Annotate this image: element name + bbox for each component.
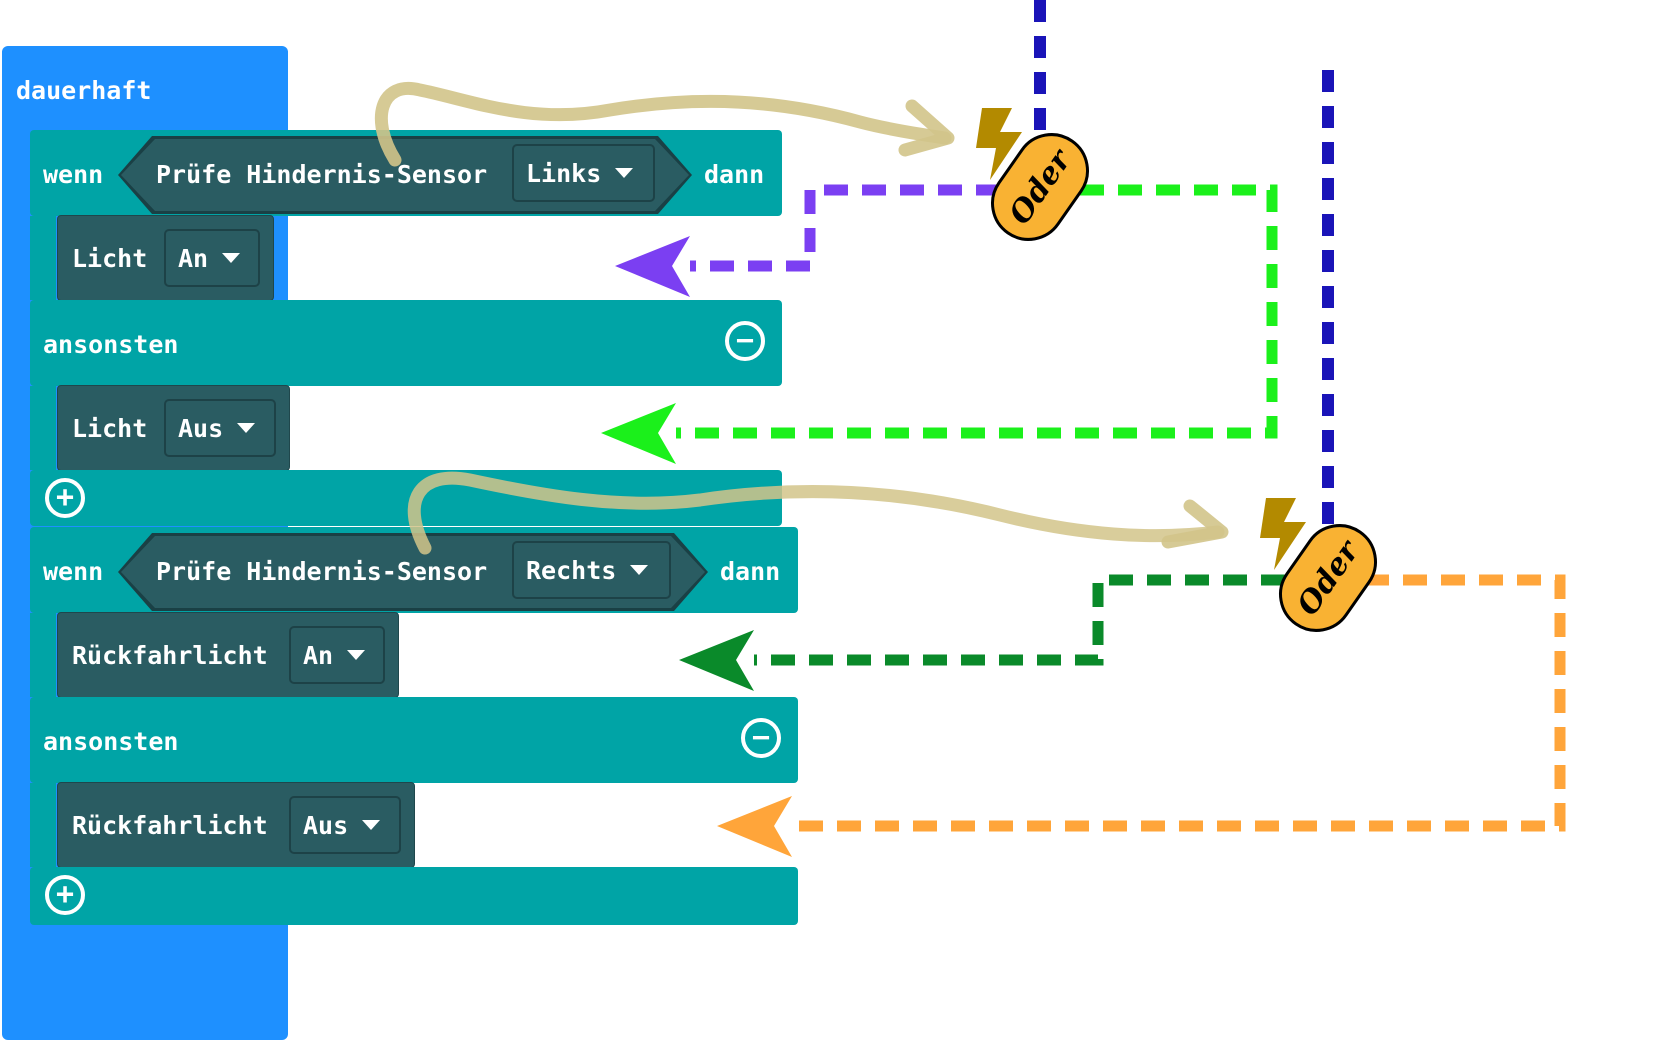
chevron-down-icon [347,650,366,660]
chevron-down-icon [362,820,381,830]
else-keyword-1: ansonsten [43,330,179,359]
squiggle-arrowhead-2 [1161,499,1229,549]
condition-1-label: Prüfe Hindernis-Sensor [156,160,488,189]
light-dropdown-1-then[interactable]: An [164,229,260,287]
darkgreen-arrowhead [679,630,754,691]
light-dropdown-1-then-value: An [178,243,209,273]
oder-badge-1 [991,133,1089,241]
purple-arrowhead [615,236,690,297]
remove-else-icon[interactable]: − [725,321,765,361]
sensor-dropdown-1[interactable]: Links [512,144,655,202]
darkgreen-wire [754,574,1285,666]
light-dropdown-2-then-value: An [303,640,334,670]
add-else-if-icon[interactable]: + [45,478,85,518]
statement-1-else-label: Licht [72,414,148,443]
squiggle-arrow-2 [407,471,1225,555]
if-block-1-spine-a [30,216,56,300]
chevron-down-icon [615,168,634,178]
add-else-if-icon[interactable]: + [45,875,85,915]
orange-arrowhead [717,796,792,857]
statement-2-then-label: Rückfahrlicht [72,641,268,670]
sensor-dropdown-2-value: Rechts [526,555,617,585]
lightning-icon-1 [976,108,1022,180]
purple-wire [690,184,1000,272]
then-keyword-1: dann [704,160,765,189]
chevron-down-icon [222,253,241,263]
light-dropdown-1-else[interactable]: Aus [164,399,276,457]
chevron-down-icon [630,565,649,575]
remove-else-icon[interactable]: − [741,718,781,758]
then-keyword-2: dann [720,557,781,586]
if-keyword-1: wenn [43,160,104,189]
else-keyword-2: ansonsten [43,727,179,756]
sensor-dropdown-2[interactable]: Rechts [512,541,671,599]
else-bar-2 [30,697,798,783]
light-dropdown-2-then[interactable]: An [289,626,385,684]
squiggle-arrowhead-1 [898,99,955,157]
if-block-1-spine-b [30,386,56,470]
lightning-icon-2 [1260,498,1306,570]
chevron-down-icon [237,423,256,433]
condition-2-label: Prüfe Hindernis-Sensor [156,557,488,586]
light-dropdown-2-else-value: Aus [303,810,349,840]
else-bar-1 [30,300,782,386]
if-block-2-footer [30,867,798,925]
if-block-2-spine-a [30,613,56,697]
sensor-dropdown-1-value: Links [526,158,602,188]
if-keyword-2: wenn [43,557,104,586]
oder-badge-2 [1279,524,1377,632]
squiggle-arrow-1 [374,82,952,167]
orange-wire [792,574,1566,832]
if-block-2-spine-b [30,783,56,867]
lime-wire [676,184,1278,439]
statement-2-else-label: Rückfahrlicht [72,811,268,840]
forever-label: dauerhaft [16,76,152,105]
statement-1-then-label: Licht [72,244,148,273]
light-dropdown-2-else[interactable]: Aus [289,796,401,854]
light-dropdown-1-else-value: Aus [178,413,224,443]
lime-arrowhead [601,403,676,464]
